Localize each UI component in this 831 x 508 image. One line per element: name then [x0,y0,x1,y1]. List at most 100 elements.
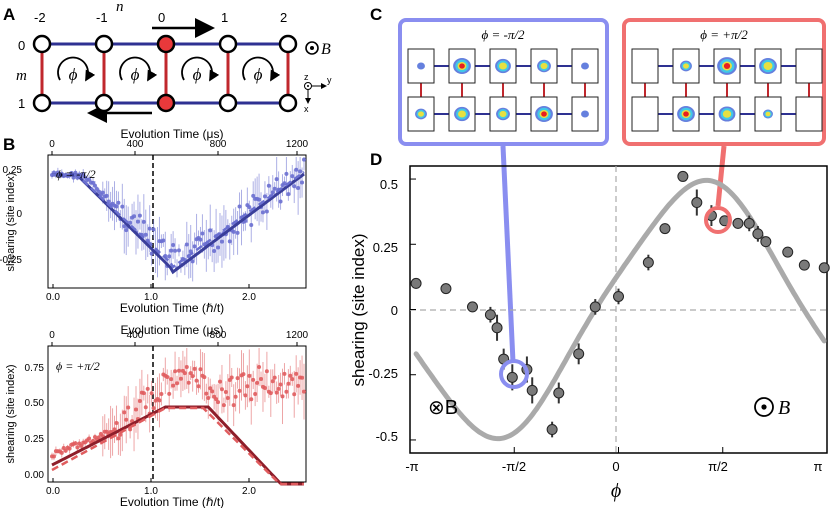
b-point [169,377,174,382]
b-point [79,443,84,448]
b-point [231,229,236,234]
b-point [253,391,258,396]
d-ytick-4: -0.25 [368,366,398,381]
plaquette-arrow-1 [119,56,158,82]
b-bot-ytick-2: 0.50 [25,398,45,409]
site-1-1 [94,93,114,113]
b-point [176,368,181,373]
site-label-1: 1 [221,10,228,25]
field-label: B [321,41,331,58]
b-bot-ytick-1: 0.75 [25,363,45,374]
b-point [149,391,154,396]
b-point [126,405,131,410]
site-4-1 [278,93,298,113]
b-point [286,381,291,386]
c-blob-inner-2 [499,62,507,70]
tick-label-1: 1.0 [144,292,158,303]
site-4-0 [278,34,298,54]
b-point [278,382,283,387]
tick-label-0: 0 [49,139,55,150]
b-point [175,381,180,386]
b-point [114,204,119,209]
c-blob-core-8 [541,111,547,117]
axis-y-label: y [327,75,332,85]
b-point [96,435,101,440]
d-xtick-4: π/2 [708,459,728,474]
b-point [264,209,269,214]
b-bot-frame [47,345,307,483]
b-point [141,219,146,224]
b-point [260,210,265,215]
tick-label-3: 1200 [286,139,309,150]
d-point-11 [573,348,585,360]
axis-z-label: z [304,72,309,82]
b-point [280,394,285,399]
site-0-1 [32,93,52,113]
b-point [200,231,205,236]
b-point [237,204,242,209]
b-point [51,454,56,459]
c-blob-outer-4 [581,62,589,70]
tick-label-1: 400 [127,330,144,341]
d-left-field: ⊗B [428,397,458,419]
b-point [264,369,269,374]
d-data-points [410,170,830,438]
c-blob-inner-7 [499,110,507,118]
d-point-15 [659,223,671,235]
b-point [173,369,178,374]
c-frame-9 [795,96,823,132]
b-point [176,248,181,253]
d-field-out-dot [761,404,767,410]
b-point [237,388,242,393]
c-frame-5 [631,96,659,132]
b-point [286,192,291,197]
b-point [221,403,226,408]
d-point-2 [466,301,478,313]
b-point [255,380,260,385]
b-point [87,436,92,441]
b-top-ytick-2: 0 [16,209,22,220]
b-point [249,223,254,228]
d-xtick-5: π [814,459,823,474]
b-point [235,376,240,381]
b-point [249,397,254,402]
b-point [149,251,154,256]
d-ticks [409,178,828,453]
d-right-field: B [778,397,790,419]
c-frame-2 [489,48,517,84]
b-point [259,376,264,381]
b-point [194,378,199,383]
b-point [231,403,236,408]
panel-label-c: C [370,5,382,24]
d-point-9 [546,424,558,436]
tick-label-2: 2.0 [242,292,256,303]
d-ytick-3: 0 [391,303,398,318]
b-point [92,183,97,188]
b-point [116,436,121,441]
b-point [296,185,301,190]
b-bot-data [50,348,306,486]
c-left-images [407,48,599,132]
b-point [212,249,217,254]
b-point [208,386,213,391]
b-point [161,238,166,243]
flux-label-3: ϕ [254,65,263,84]
b-point [284,389,289,394]
b-point [141,391,146,396]
b-point [219,239,224,244]
n-label: n [116,0,124,15]
b-point [171,383,176,388]
b-point [245,384,250,389]
b-point [229,375,234,380]
b-point [151,227,156,232]
panel-label-a: A [3,5,15,24]
b-top-top-axis-title: Evolution Time (μs) [121,127,224,141]
b-point [294,167,299,172]
d-point-0 [410,277,422,289]
site-label-m1: -1 [96,10,108,25]
d-point-14 [642,257,654,269]
b-point [219,387,224,392]
b-point [262,194,267,199]
b-top-ylabel: shearing (site index) [5,172,17,271]
axis-x-label: x [304,104,309,114]
